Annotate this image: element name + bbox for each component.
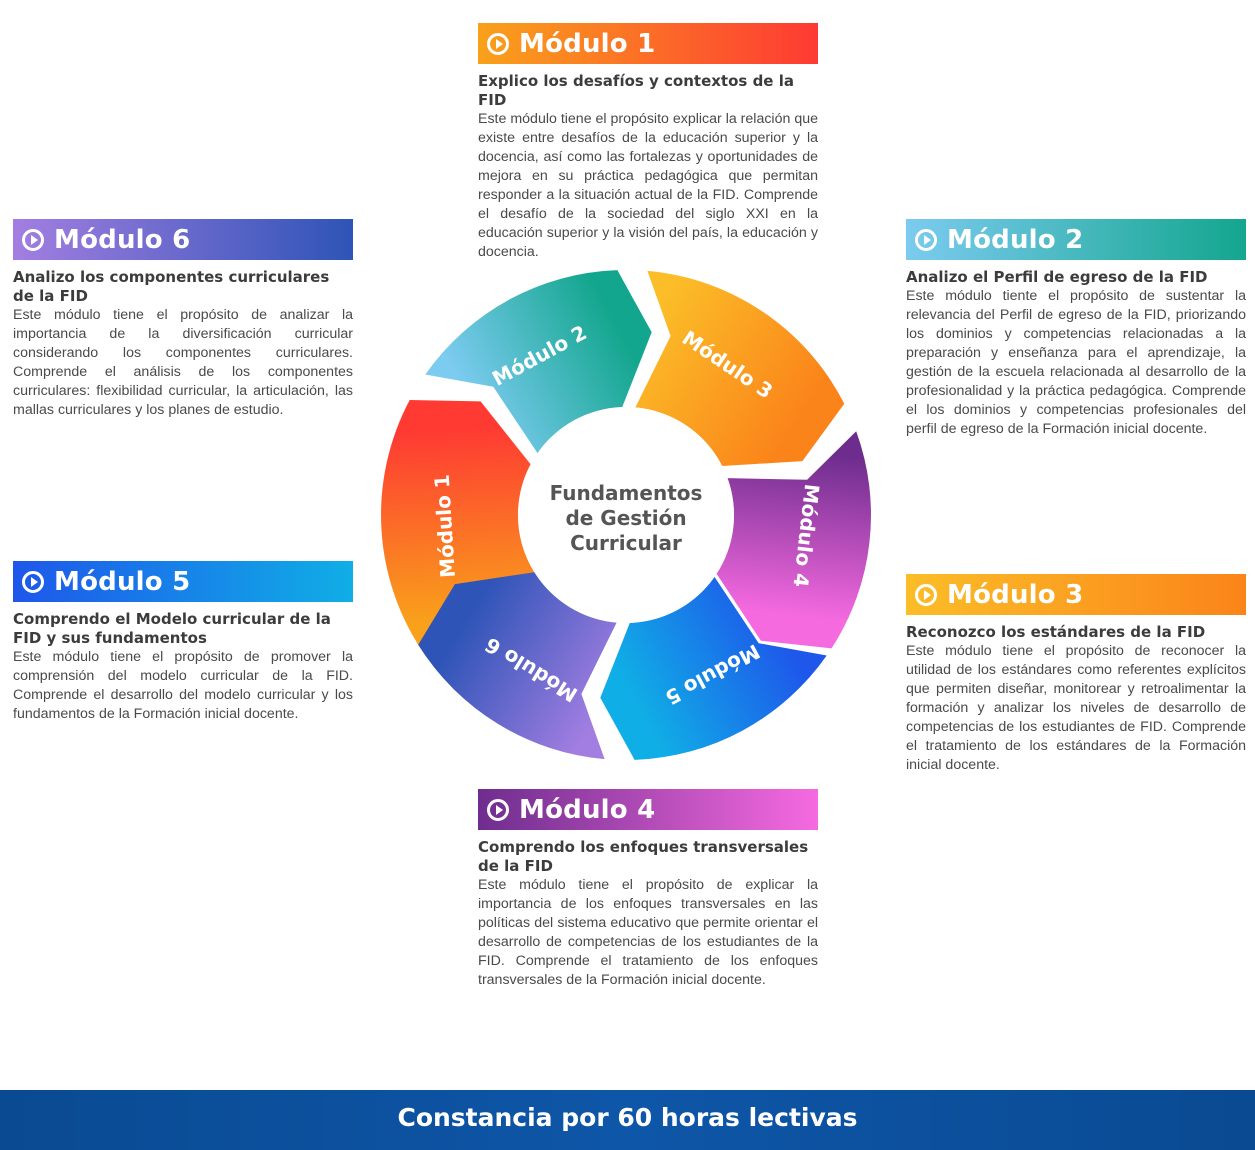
module-2-block: Módulo 2 Analizo el Perfil de egreso de … <box>906 219 1246 439</box>
module-5-subtitle: Comprendo el Modelo curricular de la FID… <box>13 610 331 647</box>
module-1-subtitle: Explico los desafíos y contextos de la F… <box>478 72 794 109</box>
module-3-title: Módulo 3 <box>947 579 1084 610</box>
play-circle-icon <box>487 32 509 55</box>
wheel-segment-module-6[interactable] <box>418 572 617 760</box>
module-4-title: Módulo 4 <box>519 794 656 825</box>
wheel-segment-module-4[interactable] <box>716 431 871 649</box>
module-5-banner[interactable]: Módulo 5 <box>13 561 353 602</box>
module-4-subtitle: Comprendo los enfoques transversales de … <box>478 838 809 875</box>
module-2-banner[interactable]: Módulo 2 <box>906 219 1246 260</box>
module-4-banner[interactable]: Módulo 4 <box>478 789 818 830</box>
wheel-segment-module-3[interactable] <box>635 270 845 466</box>
center-circle <box>518 407 734 623</box>
module-6-title: Módulo 6 <box>54 224 191 255</box>
module-6-subtitle: Analizo los componentes curriculares de … <box>13 268 330 305</box>
center-title-line-3: Curricular <box>570 531 682 555</box>
module-6-block: Módulo 6 Analizo los componentes curricu… <box>13 219 353 420</box>
wheel-segment-module-5[interactable] <box>600 576 827 760</box>
module-3-banner[interactable]: Módulo 3 <box>906 574 1246 615</box>
wheel-segment-module-2[interactable] <box>425 270 652 454</box>
module-2-description: Este módulo tiente el propósito de suste… <box>906 288 1246 437</box>
module-2-subtitle: Analizo el Perfil de egreso de la FID <box>906 268 1208 286</box>
module-1-description: Este módulo tiene el propósito explicar … <box>478 111 818 260</box>
module-5-title: Módulo 5 <box>54 566 191 597</box>
module-2-title: Módulo 2 <box>947 224 1084 255</box>
module-5-description: Este módulo tiene el propósito de promov… <box>13 649 353 722</box>
module-5-block: Módulo 5 Comprendo el Modelo curricular … <box>13 561 353 724</box>
module-1-block: Módulo 1 Explico los desafíos y contexto… <box>478 23 818 262</box>
module-3-block: Módulo 3 Reconozco los estándares de la … <box>906 574 1246 775</box>
module-6-banner[interactable]: Módulo 6 <box>13 219 353 260</box>
play-circle-icon <box>22 228 44 251</box>
play-circle-icon <box>915 583 937 606</box>
module-6-description: Este módulo tiene el propósito de analiz… <box>13 307 353 418</box>
module-4-description: Este módulo tiene el propósito de explic… <box>478 877 818 988</box>
module-3-subtitle: Reconozco los estándares de la FID <box>906 623 1206 641</box>
center-title-line-2: de Gestión <box>565 506 686 530</box>
module-1-title: Módulo 1 <box>519 28 656 59</box>
play-circle-icon <box>22 570 44 593</box>
center-title-line-1: Fundamentos <box>550 481 703 505</box>
play-circle-icon <box>915 228 937 251</box>
wheel-segment-module-1[interactable] <box>381 400 538 656</box>
footer-text: Constancia por 60 horas lectivas <box>397 1103 858 1132</box>
module-3-description: Este módulo tiene el propósito de recono… <box>906 643 1246 773</box>
play-circle-icon <box>487 798 509 821</box>
module-4-block: Módulo 4 Comprendo los enfoques transver… <box>478 789 818 990</box>
module-1-banner[interactable]: Módulo 1 <box>478 23 818 64</box>
footer-banner: Constancia por 60 horas lectivas <box>0 1090 1255 1150</box>
